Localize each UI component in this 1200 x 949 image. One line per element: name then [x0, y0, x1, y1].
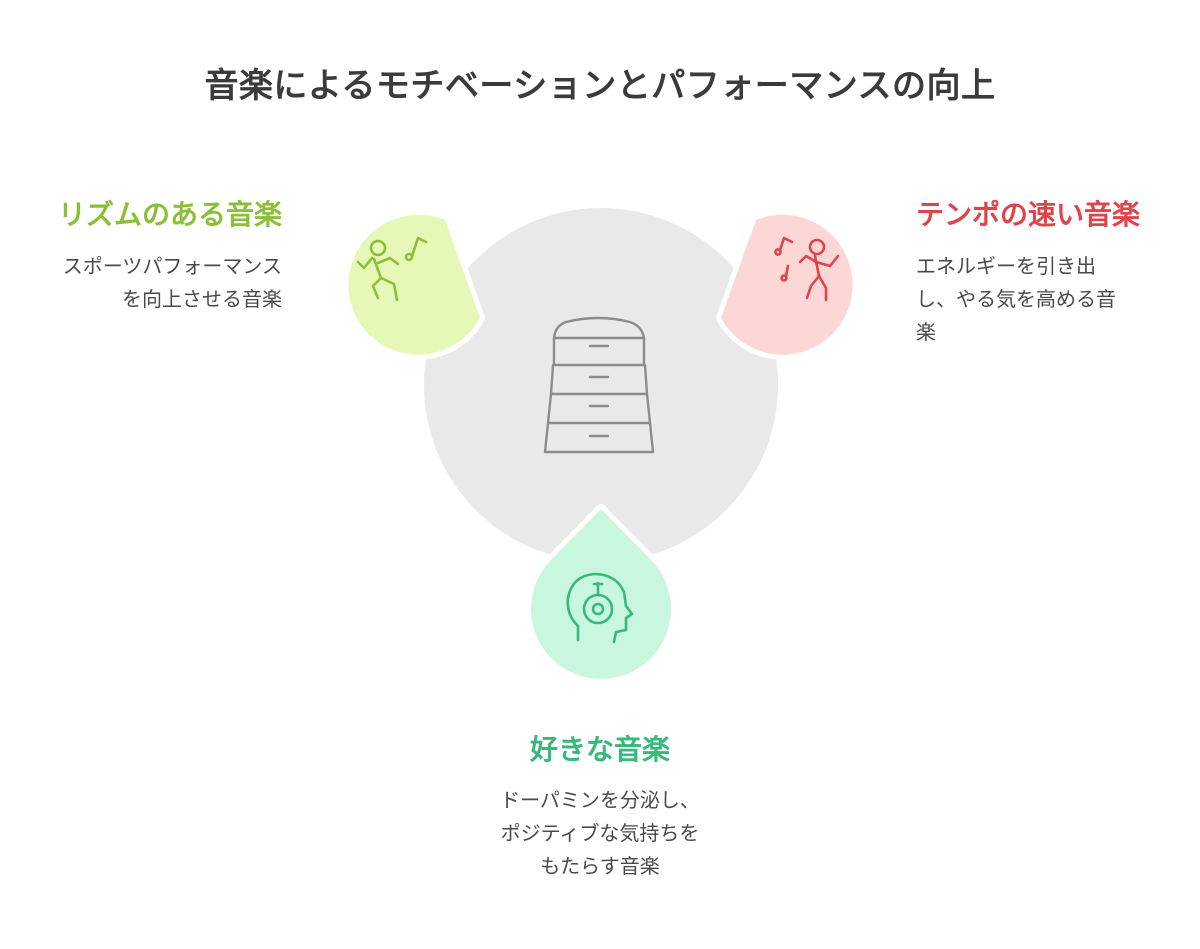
- rhythm-music-block: リズムのある音楽 スポーツパフォーマンス を向上させる音楽: [0, 198, 282, 316]
- dancing-person-music-icon: [774, 236, 840, 302]
- description-line: エネルギーを引き出: [916, 254, 1096, 278]
- description-line: 楽: [916, 320, 936, 344]
- stacked-drawers-icon: [543, 316, 655, 454]
- fast-tempo-music-description: エネルギーを引き出 し、やる気を高める音 楽: [916, 250, 1166, 349]
- description-line: を向上させる音楽: [122, 287, 282, 311]
- favorite-drop: [526, 504, 676, 684]
- description-line: ポジティブな気持ちを: [500, 821, 700, 845]
- fast-tempo-music-block: テンポの速い音楽 エネルギーを引き出 し、やる気を高める音 楽: [916, 198, 1166, 349]
- description-line: スポーツパフォーマンス: [62, 254, 282, 278]
- rhythm-music-heading: リズムのある音楽: [57, 198, 282, 231]
- favorite-music-description: ドーパミンを分泌し、 ポジティブな気持ちを もたらす音楽: [400, 784, 800, 883]
- headphones-head-icon: [566, 572, 634, 644]
- fast-tempo-music-heading: テンポの速い音楽: [916, 198, 1141, 231]
- description-line: もたらす音楽: [540, 854, 660, 878]
- rhythm-music-description: スポーツパフォーマンス を向上させる音楽: [2, 250, 282, 316]
- description-line: し、やる気を高める音: [916, 287, 1116, 311]
- description-line: ドーパミンを分泌し、: [500, 788, 700, 812]
- tempo-drop: [716, 209, 858, 360]
- center-circle: [424, 208, 778, 562]
- dancing-person-icon: [356, 236, 428, 302]
- favorite-music-heading: 好きな音楽: [529, 733, 670, 766]
- favorite-music-block: 好きな音楽 ドーパミンを分泌し、 ポジティブな気持ちを もたらす音楽: [400, 733, 800, 883]
- page-title: 音楽によるモチベーションとパフォーマンスの向上: [204, 66, 996, 106]
- rhythm-drop: [343, 209, 485, 360]
